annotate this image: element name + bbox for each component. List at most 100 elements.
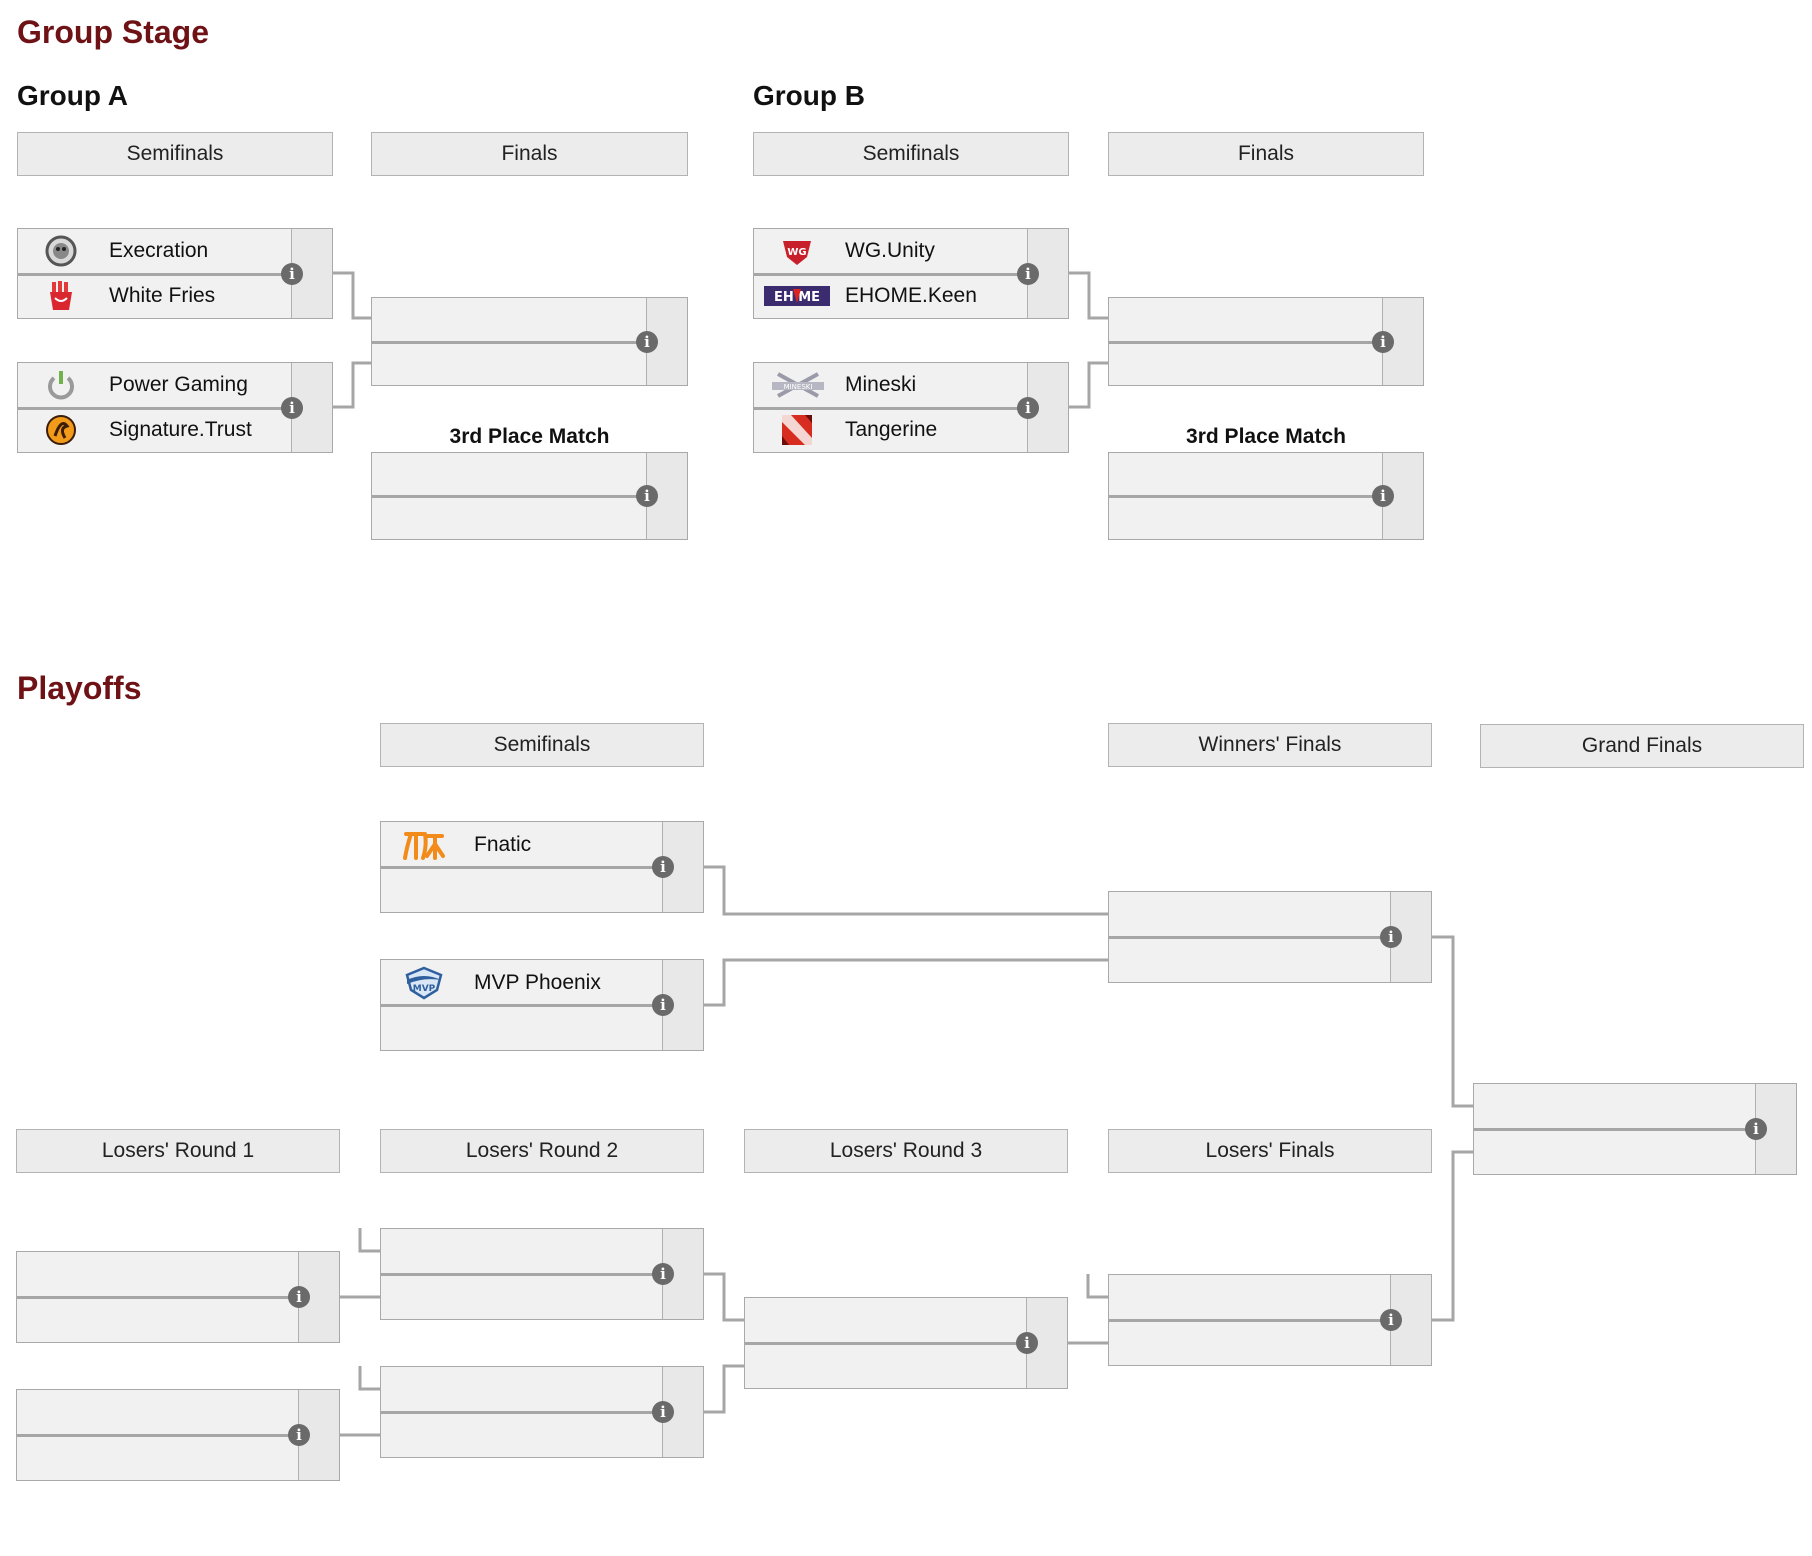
info-icon[interactable]: i xyxy=(652,994,674,1016)
group-b-third-place-label: 3rd Place Match xyxy=(1186,425,1346,448)
connector-line xyxy=(1069,361,1108,409)
group-a-third-place-label: 3rd Place Match xyxy=(449,425,610,448)
match-info-column: i xyxy=(652,960,703,1050)
info-icon[interactable]: i xyxy=(1372,330,1394,353)
group-stage-title: Group Stage xyxy=(17,14,210,50)
info-icon[interactable]: i xyxy=(1017,262,1039,285)
info-icon[interactable]: i xyxy=(652,1401,674,1423)
signature-trust-logo-icon xyxy=(42,414,80,446)
match-divider xyxy=(1474,1128,1756,1131)
info-icon[interactable]: i xyxy=(636,485,658,507)
team-name: WG.Unity xyxy=(845,239,935,263)
team-slot[interactable]: MINESKI Mineski xyxy=(754,363,1028,408)
info-icon[interactable]: i xyxy=(281,262,303,285)
team-slot[interactable]: WG WG.Unity xyxy=(754,229,1028,274)
match-divider xyxy=(381,1004,663,1007)
team-slot[interactable]: MVP MVP Phoenix xyxy=(381,960,663,1005)
info-icon[interactable]: i xyxy=(1017,396,1039,419)
group-a-semifinal-1[interactable]: Execration White Fries i xyxy=(17,228,333,319)
team-name: Tangerine xyxy=(845,417,938,441)
team-name: Signature.Trust xyxy=(109,417,252,441)
match-info-column: i xyxy=(1016,1298,1067,1388)
grand-final-match[interactable]: i xyxy=(1473,1083,1797,1175)
match-divider xyxy=(1109,495,1383,498)
team-name: EHOME.Keen xyxy=(845,283,977,307)
losers-final-match[interactable]: i xyxy=(1108,1274,1432,1366)
playoffs-semifinal-1[interactable]: Fnatic i xyxy=(380,821,704,913)
match-info-column: i xyxy=(1017,229,1068,318)
winners-finals-header: Winners' Finals xyxy=(1108,723,1432,767)
connector-line xyxy=(1069,271,1108,320)
team-slot[interactable]: Execration xyxy=(18,229,292,274)
group-b-finals-header: Finals xyxy=(1108,132,1424,176)
winners-final-match[interactable]: i xyxy=(1108,891,1432,983)
group-b-title: Group B xyxy=(753,80,865,111)
svg-text:MINESKI: MINESKI xyxy=(784,383,813,391)
group-a-final[interactable]: i xyxy=(371,297,688,386)
info-icon[interactable]: i xyxy=(1380,926,1402,948)
match-divider xyxy=(381,1273,663,1276)
team-name: Mineski xyxy=(845,373,917,397)
grand-finals-header: Grand Finals xyxy=(1480,724,1804,768)
team-slot[interactable]: White Fries xyxy=(18,274,292,319)
match-info-column: i xyxy=(652,822,703,912)
playoffs-semifinal-2[interactable]: MVP MVP Phoenix i xyxy=(380,959,704,1051)
losers-round-1-match-2[interactable]: i xyxy=(16,1389,340,1481)
wg-unity-logo-icon: WG xyxy=(778,235,816,267)
match-divider xyxy=(1109,936,1391,939)
info-icon[interactable]: i xyxy=(652,1263,674,1285)
info-icon[interactable]: i xyxy=(1745,1118,1767,1140)
info-icon[interactable]: i xyxy=(1372,485,1394,507)
connector-line xyxy=(704,865,1108,916)
team-slot[interactable]: Signature.Trust xyxy=(18,408,292,453)
team-slot[interactable]: Tangerine xyxy=(754,408,1028,453)
connector-line xyxy=(333,271,371,320)
info-icon[interactable]: i xyxy=(1380,1309,1402,1331)
team-slot[interactable]: EH ME EHOME.Keen xyxy=(754,274,1028,319)
connector-line xyxy=(1432,1150,1473,1322)
mineski-logo-icon: MINESKI xyxy=(770,369,826,401)
match-divider xyxy=(1109,340,1383,344)
match-info-column: i xyxy=(1372,453,1423,539)
team-slot[interactable]: Power Gaming xyxy=(18,363,292,408)
match-info-column: i xyxy=(281,363,332,452)
connector-line xyxy=(1086,1274,1108,1299)
losers-round-2-match-1[interactable]: i xyxy=(380,1228,704,1320)
connector-line xyxy=(1432,935,1473,1108)
fnatic-logo-icon xyxy=(403,829,445,861)
info-icon[interactable]: i xyxy=(636,330,658,353)
team-name: Fnatic xyxy=(474,832,532,856)
losers-round-3-match[interactable]: i xyxy=(744,1297,1068,1389)
tangerine-logo-icon xyxy=(778,414,816,446)
group-a-third-place-match[interactable]: i xyxy=(371,452,688,540)
connector-line xyxy=(704,1364,744,1414)
group-b-final[interactable]: i xyxy=(1108,297,1424,386)
info-icon[interactable]: i xyxy=(288,1424,310,1446)
match-divider xyxy=(18,406,292,410)
group-b-semifinals-header: Semifinals xyxy=(753,132,1069,176)
group-b-semifinal-1[interactable]: WG WG.Unity EH ME EHOME.Keen i xyxy=(753,228,1069,319)
match-divider xyxy=(754,272,1028,276)
match-divider xyxy=(381,866,663,869)
match-divider xyxy=(745,1342,1027,1345)
info-icon[interactable]: i xyxy=(288,1286,310,1308)
group-b-third-place-match[interactable]: i xyxy=(1108,452,1424,540)
team-name: White Fries xyxy=(109,283,216,307)
power-gaming-logo-icon xyxy=(42,369,80,401)
info-icon[interactable]: i xyxy=(281,396,303,419)
match-info-column: i xyxy=(281,229,332,318)
losers-finals-header: Losers' Finals xyxy=(1108,1129,1432,1173)
team-name: MVP Phoenix xyxy=(474,970,601,994)
group-b-semifinal-2[interactable]: MINESKI Mineski Tangerine i xyxy=(753,362,1069,453)
info-icon[interactable]: i xyxy=(652,856,674,878)
match-info-column: i xyxy=(652,1229,703,1319)
losers-round-2-match-2[interactable]: i xyxy=(380,1366,704,1458)
playoffs-title: Playoffs xyxy=(17,670,142,706)
team-slot[interactable]: Fnatic xyxy=(381,822,663,867)
group-a-semifinal-2[interactable]: Power Gaming Signature.Trust i xyxy=(17,362,333,453)
connector-line xyxy=(358,1366,380,1391)
losers-round-1-header: Losers' Round 1 xyxy=(16,1129,340,1173)
info-icon[interactable]: i xyxy=(1016,1332,1038,1354)
match-info-column: i xyxy=(652,1367,703,1457)
losers-round-1-match-1[interactable]: i xyxy=(16,1251,340,1343)
